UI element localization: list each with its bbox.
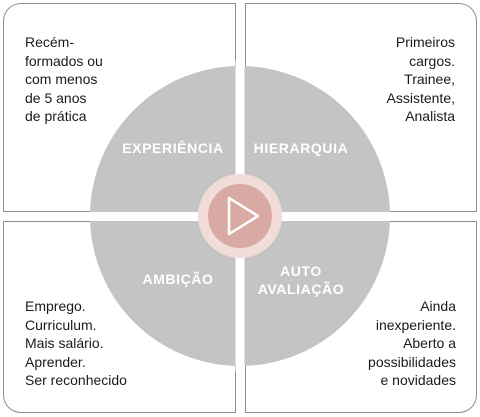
quadrant-label-auto-avaliacao: AUTO AVALIAÇÃO bbox=[257, 263, 345, 297]
quadrant-text-experiencia: Recém- formados ou com menos de 5 anos d… bbox=[25, 34, 103, 124]
wheel-segment-experiencia bbox=[90, 66, 240, 216]
quadrant-label-hierarquia: HIERARQUIA bbox=[253, 140, 349, 156]
wheel-segment-hierarquia bbox=[240, 66, 390, 216]
center-disc bbox=[208, 184, 272, 248]
quadrant-text-auto-avaliacao: Ainda inexperiente. Aberto a possibilida… bbox=[368, 298, 456, 388]
play-icon bbox=[227, 196, 260, 236]
quadrant-label-experiencia: EXPERIÊNCIA bbox=[122, 140, 224, 156]
wheel-segment-ambicao bbox=[90, 216, 240, 366]
quadrant-text-hierarquia: Primeiros cargos. Trainee, Assistente, A… bbox=[386, 34, 455, 124]
quadrant-text-ambicao: Emprego. Curriculum. Mais salário. Apren… bbox=[25, 298, 127, 388]
wheel-segment-auto-avaliacao bbox=[240, 216, 390, 366]
quadrant-label-ambicao: AMBIÇÃO bbox=[142, 271, 214, 287]
